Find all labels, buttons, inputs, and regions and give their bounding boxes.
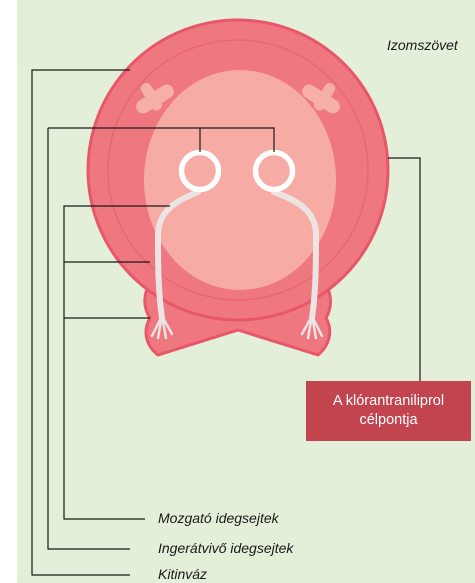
label-sensory-neurons: Ingerátvivő idegsejtek [158, 540, 293, 556]
label-exoskeleton: Kitinváz [158, 566, 207, 582]
leader-muscle-target [388, 158, 420, 381]
target-box: A klórantraniliprol célpontja [306, 381, 471, 441]
muscle-tissue-area [144, 70, 336, 290]
target-box-line2: célpontja [359, 411, 417, 430]
label-motor-neurons: Mozgató idegsejtek [158, 510, 279, 526]
label-muscle-tissue: Izomszövet [387, 37, 458, 53]
target-box-line1: A klórantraniliprol [333, 392, 444, 411]
